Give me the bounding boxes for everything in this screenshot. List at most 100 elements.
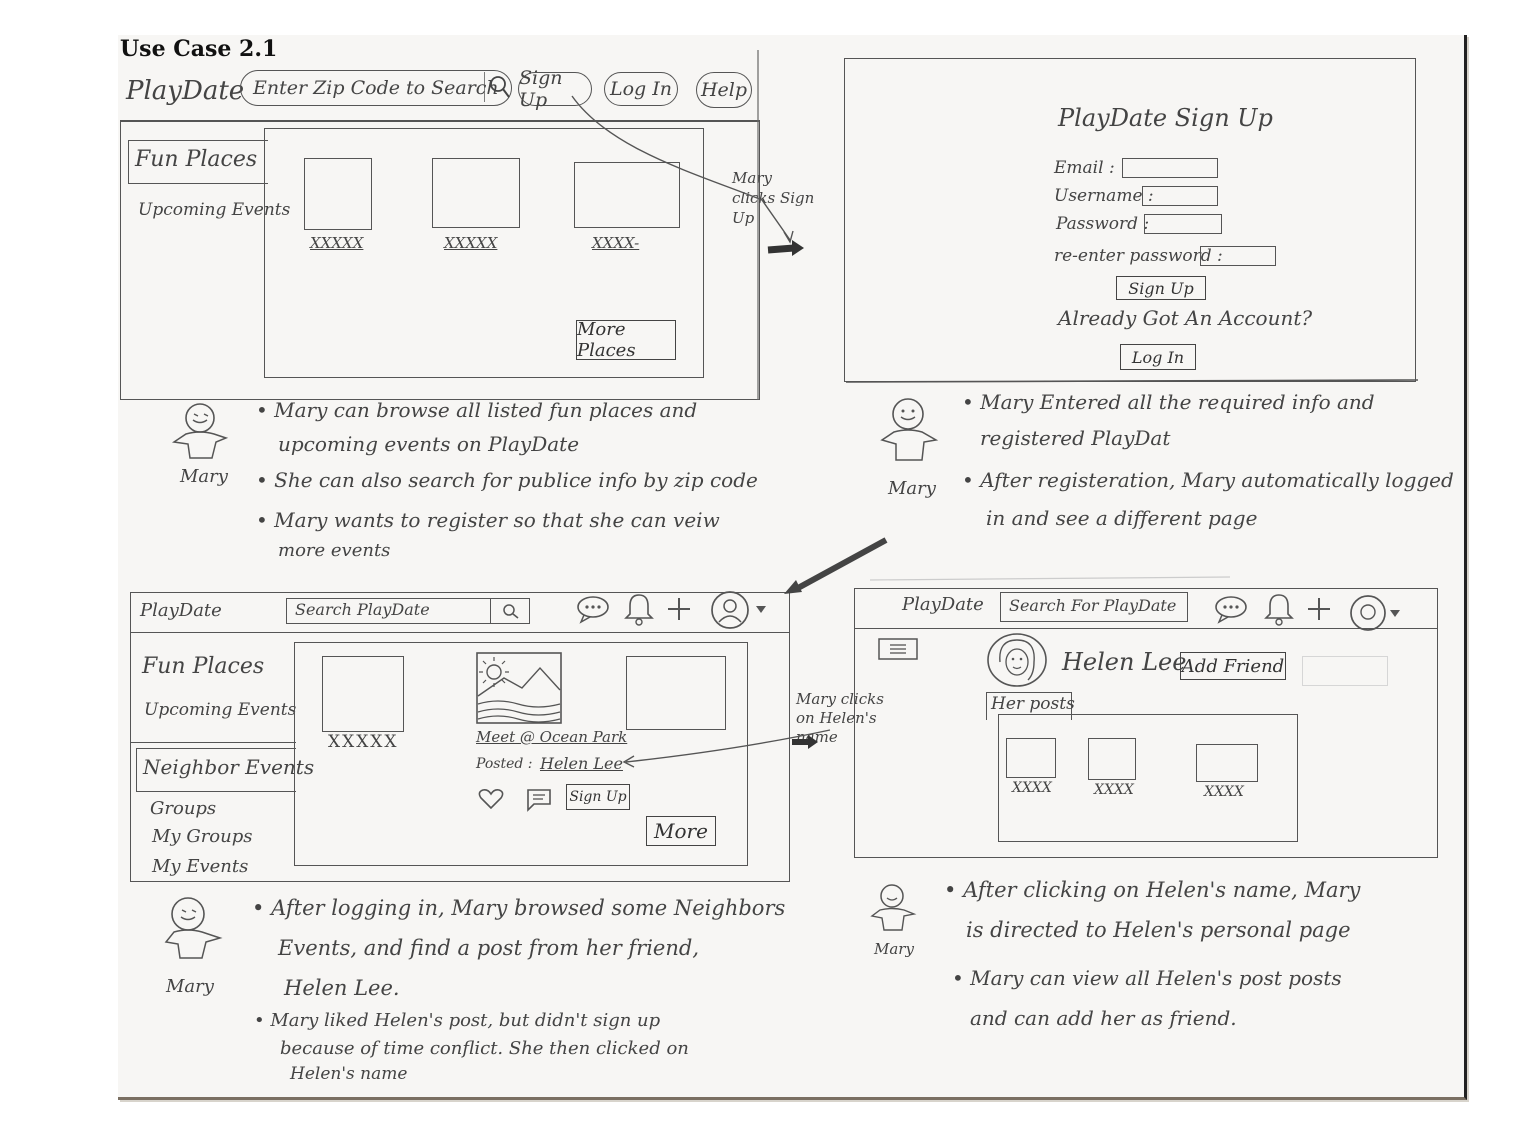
profile-avatar: [986, 632, 1048, 688]
logo: PlayDate: [126, 76, 245, 106]
username-field[interactable]: [1142, 186, 1218, 206]
signup-title: PlayDate Sign Up: [1058, 104, 1273, 132]
post-label: XXXX: [1204, 784, 1244, 800]
place-thumbnail[interactable]: [304, 158, 372, 230]
avatar-icon[interactable]: [710, 590, 770, 630]
signup-submit-button[interactable]: Sign Up: [1116, 276, 1206, 300]
search-placeholder: Search For PlayDate: [1009, 596, 1177, 615]
persona-name: Mary: [888, 478, 936, 499]
sidebar-my-events[interactable]: My Events: [152, 856, 249, 877]
username-label: Username :: [1054, 186, 1154, 206]
reenter-password-label: re-enter password :: [1054, 246, 1223, 266]
avatar-icon[interactable]: [1350, 594, 1410, 632]
note-line: • Mary can browse all listed fun places …: [256, 398, 698, 422]
event-label: XXXXX: [328, 732, 399, 752]
post-title-link[interactable]: Meet @ Ocean Park: [476, 728, 628, 746]
persona-name: Mary: [166, 976, 214, 997]
note-line: and can add her as friend.: [970, 1006, 1237, 1030]
chat-icon[interactable]: [1214, 594, 1248, 624]
home-header-line: [130, 632, 790, 633]
note-line: • After logging in, Mary browsed some Ne…: [252, 896, 786, 920]
add-friend-button[interactable]: Add Friend: [1180, 652, 1286, 680]
post-label: XXXX: [1094, 782, 1134, 798]
search-icon[interactable]: [483, 72, 512, 102]
place-label: XXXXX: [310, 234, 364, 252]
search-icon[interactable]: [490, 598, 531, 624]
help-button[interactable]: Help: [696, 72, 752, 108]
sidebar-groups[interactable]: Groups: [150, 798, 217, 819]
sidebar-divider: [130, 742, 296, 743]
zip-search-input[interactable]: Enter Zip Code to Search: [240, 70, 512, 106]
event-signup-button[interactable]: Sign Up: [566, 784, 630, 810]
place-thumbnail[interactable]: [432, 158, 520, 228]
signup-button[interactable]: Sign Up: [518, 67, 592, 111]
note-line: • Mary liked Helen's post, but didn't si…: [254, 1010, 661, 1031]
search-placeholder: Search PlayDate: [295, 600, 430, 619]
zip-search-placeholder: Enter Zip Code to Search: [253, 77, 499, 99]
post-thumbnail[interactable]: [1006, 738, 1056, 778]
note-line: upcoming events on PlayDate: [278, 432, 580, 456]
logo: PlayDate: [902, 594, 984, 615]
tab-neighbor-events[interactable]: Neighbor Events: [136, 748, 314, 792]
search-input[interactable]: Search For PlayDate: [1000, 592, 1188, 622]
plus-icon[interactable]: [1306, 596, 1332, 622]
heart-icon[interactable]: [478, 788, 504, 810]
event-thumbnail[interactable]: [322, 656, 404, 732]
mary-figure-icon: [164, 400, 238, 464]
place-label: XXXXX: [444, 234, 498, 252]
tab-fun-places-label: Fun Places: [135, 147, 258, 172]
tab-fun-places[interactable]: Fun Places: [128, 140, 268, 184]
note-line: • Mary can view all Helen's post posts: [952, 966, 1342, 990]
signup-login-button[interactable]: Log In: [1120, 344, 1196, 370]
place-label: XXXX-: [592, 234, 640, 252]
place-thumbnail[interactable]: [574, 162, 680, 228]
email-label: Email :: [1054, 158, 1115, 178]
note-line: more events: [278, 540, 391, 561]
password-field[interactable]: [1144, 214, 1222, 234]
note-line: is directed to Helen's personal page: [966, 918, 1351, 942]
event-thumbnail[interactable]: [626, 656, 726, 730]
more-places-button[interactable]: More Places: [576, 319, 676, 361]
event-image-thumbnail[interactable]: [476, 652, 562, 724]
page-title: Use Case 2.1: [120, 36, 278, 62]
logo: PlayDate: [140, 600, 222, 621]
post-thumbnail[interactable]: [1196, 744, 1258, 782]
posted-name-link[interactable]: Helen Lee: [540, 754, 623, 773]
search-input[interactable]: Search PlayDate: [286, 598, 530, 624]
password-label: Password :: [1056, 214, 1150, 234]
post-thumbnail[interactable]: [1088, 738, 1136, 780]
tab-her-posts-label: Her posts: [991, 694, 1075, 714]
bell-icon[interactable]: [1264, 592, 1294, 626]
tab-upcoming-events[interactable]: Upcoming Events: [144, 700, 297, 720]
annotation-signup: Mary clicks Sign Up: [732, 169, 815, 227]
tab-her-posts[interactable]: Her posts: [986, 692, 1075, 720]
paper-sheet: [118, 35, 1467, 1100]
menu-icon[interactable]: [878, 638, 918, 660]
note-line: registered PlayDat: [980, 426, 1171, 450]
already-account-text: Already Got An Account?: [1058, 306, 1313, 330]
chat-icon[interactable]: [576, 594, 610, 624]
note-line: • She can also search for publice info b…: [256, 468, 758, 492]
bell-icon[interactable]: [624, 592, 654, 626]
note-line: Helen's name: [290, 1064, 408, 1084]
tab-fun-places[interactable]: Fun Places: [142, 654, 265, 679]
note-line: in and see a different page: [986, 506, 1258, 530]
erased-button: [1302, 656, 1388, 686]
login-button[interactable]: Log In: [604, 72, 678, 106]
reenter-password-field[interactable]: [1200, 246, 1276, 266]
content-area: [264, 128, 704, 378]
more-button[interactable]: More: [646, 816, 716, 846]
mary-figure-icon: [866, 882, 922, 938]
profile-frame: [854, 588, 1438, 858]
note-line: • After clicking on Helen's name, Mary: [944, 878, 1361, 902]
landing-frame: [120, 120, 760, 400]
tab-upcoming-events[interactable]: Upcoming Events: [138, 200, 291, 220]
mary-figure-icon: [156, 894, 230, 968]
comment-icon[interactable]: [524, 786, 554, 812]
note-line: Events, and find a post from her friend,: [278, 936, 700, 960]
email-field[interactable]: [1122, 158, 1218, 178]
plus-icon[interactable]: [666, 596, 692, 622]
note-line: • Mary wants to register so that she can…: [256, 508, 720, 532]
sidebar-my-groups[interactable]: My Groups: [152, 826, 253, 847]
persona-name: Mary: [180, 466, 228, 487]
